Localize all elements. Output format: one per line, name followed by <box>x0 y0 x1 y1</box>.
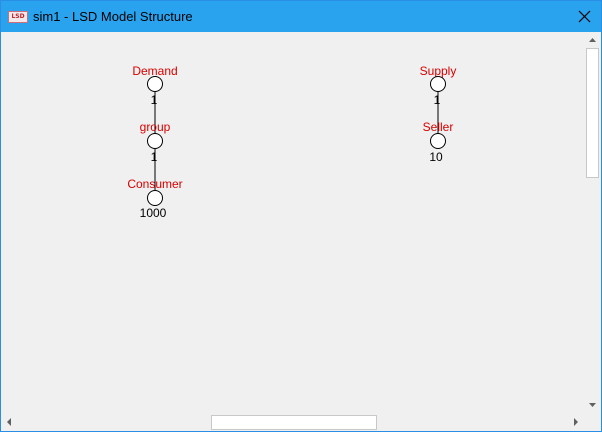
scroll-left-button[interactable] <box>1 413 18 431</box>
title-bar[interactable]: LSD sim1 - LSD Model Structure <box>1 1 601 32</box>
scrollbar-corner <box>584 413 601 431</box>
object-node-circle[interactable] <box>430 133 446 149</box>
object-count: 1 <box>151 93 158 107</box>
vertical-scroll-thumb[interactable] <box>586 48 599 178</box>
close-icon <box>578 10 591 23</box>
model-structure-canvas[interactable]: Demand 1 group 1 Consumer 1000 Supply 1 <box>1 32 584 413</box>
object-name: Seller <box>423 120 454 134</box>
scroll-up-button[interactable] <box>584 32 601 49</box>
window-title: sim1 - LSD Model Structure <box>33 9 193 24</box>
close-button[interactable] <box>569 1 601 32</box>
object-count: 1000 <box>140 206 167 220</box>
object-name: Supply <box>420 64 457 78</box>
object-node-supply[interactable]: Supply 1 <box>420 64 457 107</box>
scroll-down-button[interactable] <box>584 396 601 413</box>
object-node-circle[interactable] <box>147 76 163 92</box>
object-count: 10 <box>429 150 443 164</box>
object-count: 1 <box>434 93 441 107</box>
arrow-left-icon <box>7 418 11 426</box>
object-node-circle[interactable] <box>147 133 163 149</box>
object-name: Consumer <box>127 177 182 191</box>
object-name: group <box>140 120 171 134</box>
object-node-group[interactable]: group 1 <box>140 120 171 164</box>
object-node-consumer[interactable]: Consumer 1000 <box>127 177 182 220</box>
arrow-up-icon <box>589 38 596 42</box>
arrow-down-icon <box>589 403 596 407</box>
object-node-circle[interactable] <box>430 76 446 92</box>
object-node-circle[interactable] <box>147 190 163 206</box>
scroll-right-button[interactable] <box>567 413 584 431</box>
object-name: Demand <box>132 64 177 78</box>
object-count: 1 <box>151 150 158 164</box>
lsd-app-icon: LSD <box>8 11 28 23</box>
arrow-right-icon <box>574 418 578 426</box>
object-node-seller[interactable]: Seller 10 <box>423 120 454 164</box>
object-node-demand[interactable]: Demand 1 <box>132 64 177 107</box>
horizontal-scroll-thumb[interactable] <box>211 415 377 430</box>
